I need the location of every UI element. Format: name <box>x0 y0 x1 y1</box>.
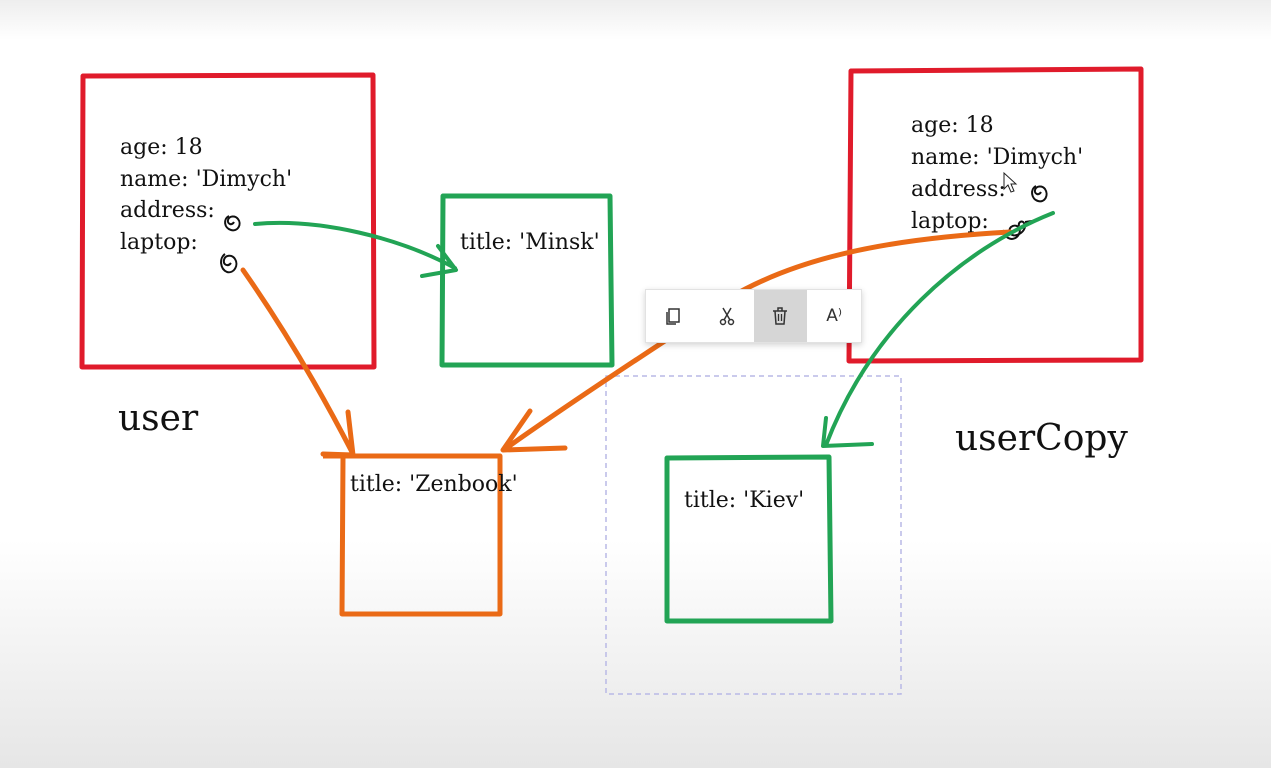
arrow-user-laptop-to-zenbook[interactable] <box>240 267 356 458</box>
laptop-zenbook-title: title: 'Zenbook' <box>350 472 518 497</box>
user-address-reference-dot <box>224 215 241 232</box>
arrow-user-address-to-minsk[interactable] <box>253 220 458 278</box>
read-aloud-icon: A⁾ <box>826 306 843 326</box>
user-prop-laptop: laptop: <box>120 230 198 255</box>
user-copy-object[interactable]: age: 18 name: 'Dimych' address: laptop: <box>846 66 1144 364</box>
user-laptop-reference-dot <box>220 253 238 274</box>
trash-icon <box>773 307 788 325</box>
copy-button[interactable] <box>646 290 700 342</box>
user-copy-box <box>846 66 1144 364</box>
address-kiev-object[interactable]: title: 'Kiev' <box>664 454 834 624</box>
address-kiev-title: title: 'Kiev' <box>684 488 804 513</box>
user-copy-prop-age: age: 18 <box>911 113 994 138</box>
copy-icon <box>666 308 680 325</box>
user-label: user <box>118 398 199 439</box>
address-kiev-box <box>664 454 834 624</box>
cut-icon <box>719 307 734 326</box>
user-box <box>79 72 377 370</box>
cut-button[interactable] <box>700 290 754 342</box>
laptop-zenbook-box <box>323 453 503 617</box>
user-object[interactable]: age: 18 name: 'Dimych' address: laptop: <box>79 72 377 370</box>
user-copy-label: userCopy <box>955 418 1128 459</box>
user-prop-name: name: 'Dimych' <box>120 167 292 192</box>
user-copy-address-reference-dot <box>1031 185 1048 203</box>
mouse-cursor-icon <box>1003 171 1018 193</box>
user-copy-prop-laptop: laptop: <box>911 209 989 234</box>
user-copy-prop-name: name: 'Dimych' <box>911 145 1083 170</box>
selection-context-toolbar: A⁾ <box>645 289 862 343</box>
arrow-usercopy-address-to-kiev[interactable] <box>821 211 1055 448</box>
delete-button[interactable] <box>753 290 808 342</box>
selection-rectangle[interactable] <box>605 375 902 695</box>
user-prop-age: age: 18 <box>120 135 203 160</box>
user-copy-prop-address: address: <box>911 177 1006 202</box>
address-minsk-title: title: 'Minsk' <box>460 230 600 255</box>
address-minsk-object[interactable]: title: 'Minsk' <box>439 193 615 368</box>
user-prop-address: address: <box>120 198 215 223</box>
address-minsk-box <box>439 193 615 368</box>
read-aloud-button[interactable]: A⁾ <box>807 290 861 342</box>
laptop-zenbook-object[interactable]: title: 'Zenbook' <box>323 453 518 617</box>
